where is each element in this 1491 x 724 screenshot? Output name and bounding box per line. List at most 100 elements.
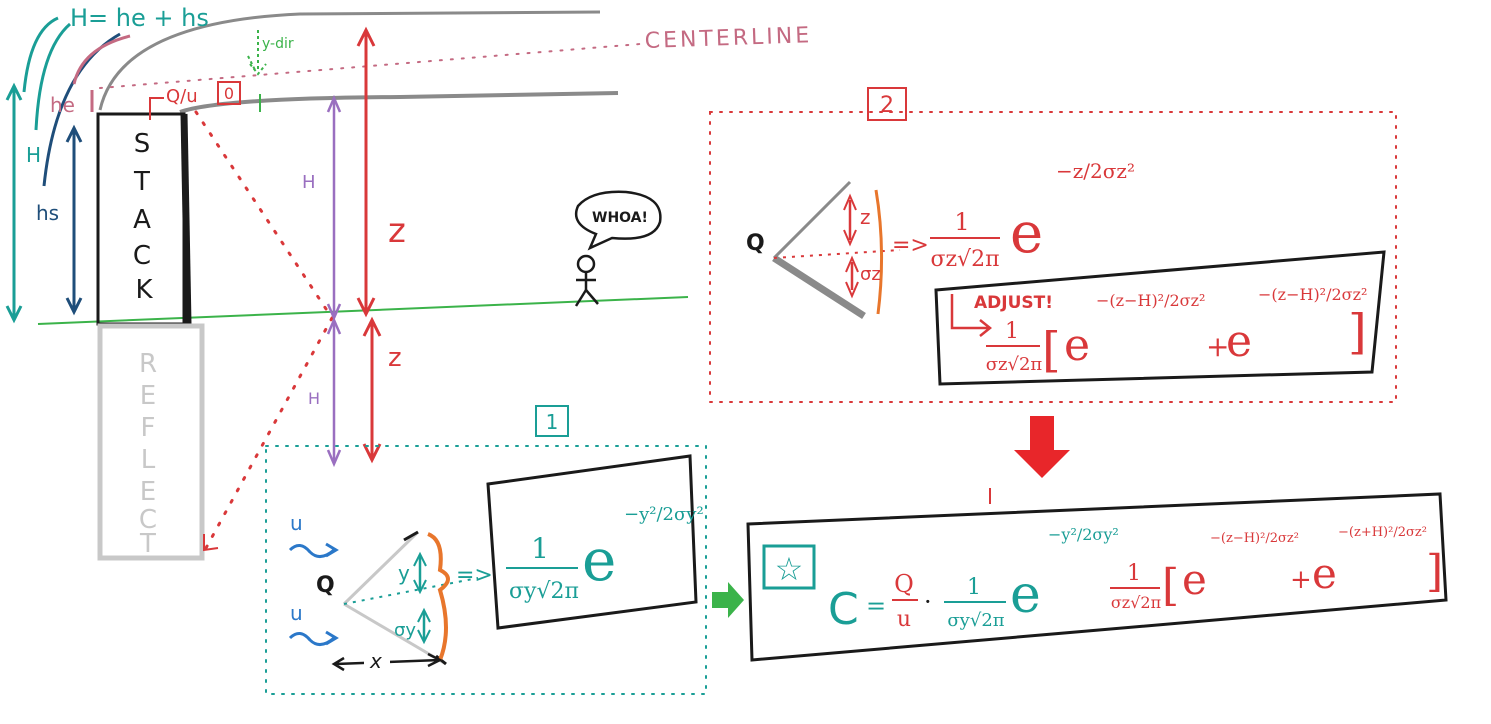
reflection-arrowhead: [203, 534, 219, 552]
y-dir-marker: [247, 30, 267, 76]
reflected-stack: [97, 323, 205, 561]
height-arrows: [5, 16, 131, 324]
green-arrow: [712, 582, 744, 618]
final-plus: +: [1290, 565, 1312, 595]
adjust-exp2: −(z−H)²/2σz²: [1258, 285, 1367, 304]
box2-label-frame: [867, 87, 907, 121]
plume-upper-edge: [98, 10, 601, 111]
star-icon: ☆: [775, 550, 804, 588]
reflect-letter: R: [139, 349, 157, 379]
box1-cone: [331, 530, 479, 672]
final-exp1: −(z−H)²/2σz²: [1210, 531, 1299, 546]
h-equation-label: H= he + hs: [70, 4, 209, 32]
adjust-den: σz√2π: [986, 354, 1043, 375]
box2-z-label: z: [860, 205, 871, 229]
wind-u-top-label: u: [290, 511, 303, 535]
box2-exp: −z/2σz²: [1056, 159, 1135, 183]
plume-lower-edge: [179, 91, 619, 114]
red-z-arrows: [356, 26, 382, 464]
qu-box: [217, 81, 241, 105]
final-z-num: 1: [1127, 561, 1141, 586]
adjust-num: 1: [1005, 319, 1019, 344]
final-exp2: −(z+H)²/2σz²: [1338, 525, 1427, 540]
x-label-bg: [364, 650, 390, 674]
final-e1: e: [1182, 555, 1207, 604]
qu-box-label: 0: [224, 84, 234, 103]
box2-cone: [772, 180, 901, 319]
final-eq-box: [746, 492, 1448, 662]
wind-arrow-bottom: [288, 630, 339, 646]
hs-label: hs: [36, 201, 59, 225]
final-y-num: 1: [967, 575, 981, 600]
stick-figure: [574, 254, 599, 307]
star-box: [762, 544, 816, 590]
adjust-bracket-close: ]: [1348, 304, 1367, 360]
final-bracket-close: ]: [1426, 546, 1443, 597]
final-e2: e: [1312, 549, 1337, 598]
speech-bubble: [574, 190, 662, 251]
adjust-e1: e: [1064, 320, 1090, 371]
adjust-exp1: −(z−H)²/2σz²: [1096, 291, 1205, 310]
box1-y-label: y: [398, 561, 410, 585]
final-dot: ·: [924, 588, 932, 616]
adjust-box: [934, 250, 1386, 386]
purple-h-arrows: [326, 94, 342, 468]
box1-num: 1: [531, 532, 549, 565]
qu-label: Q/u: [166, 86, 198, 107]
centerline: [99, 43, 641, 89]
box1-label: 1: [546, 410, 559, 434]
y-dir-label: y-dir: [262, 36, 294, 52]
box1-sigma-y-label: σy: [394, 620, 416, 641]
adjust-arrow: [950, 294, 993, 337]
final-y-den: σy√2π: [947, 610, 1004, 631]
stack-letter: C: [133, 241, 151, 271]
box2-frame: [709, 111, 1397, 403]
final-exp-y: −y²/2σy²: [1048, 525, 1119, 544]
reflect-letter: T: [139, 529, 156, 559]
h-purple-lower: H: [308, 389, 320, 408]
box1-q-label: Q: [316, 573, 335, 598]
box2-num: 1: [954, 208, 969, 236]
stack-letter: A: [133, 205, 151, 235]
stack-letters: S T A C K: [133, 129, 154, 305]
reflection-rays: [194, 110, 334, 550]
box1-den: σy√2π: [509, 579, 579, 604]
adjust-bracket-open: [: [1042, 322, 1061, 378]
wind-u-bottom-label: u: [290, 601, 303, 625]
centerline-label: CENTERLINE: [644, 23, 812, 54]
stack-letter: S: [134, 129, 151, 159]
down-arrow: [1014, 416, 1070, 478]
reflect-letter: E: [140, 477, 156, 507]
box2-sigma-z-label: σz: [860, 264, 881, 285]
final-e-y: e: [1010, 565, 1041, 625]
he-label: he: [50, 93, 75, 117]
final-bracket-open: [: [1162, 560, 1179, 611]
adjust-e2: e: [1226, 316, 1252, 367]
stack-letter: K: [135, 275, 153, 305]
final-z-den: σz√2π: [1111, 593, 1161, 612]
qu-arrow: [149, 97, 164, 120]
box1-e: e: [582, 526, 616, 594]
reflect-letter: C: [139, 505, 157, 535]
reflect-letter: E: [140, 381, 156, 411]
wind-arrow-top: [288, 542, 339, 558]
stack-right-wall: [180, 113, 192, 325]
box1-label-frame: [535, 405, 569, 437]
box2-den: σz√2π: [930, 247, 999, 272]
z-upper-label: z: [388, 211, 406, 251]
box2-q-label: Q: [746, 231, 765, 256]
z-lower-label: z: [388, 343, 402, 373]
adjust-plus: +: [1206, 330, 1229, 363]
final-equals: =: [866, 592, 886, 620]
box1-frame: [265, 445, 707, 695]
box1-arrow: =>: [456, 563, 493, 588]
reflect-letter: L: [141, 445, 156, 475]
final-q-num: Q: [894, 570, 914, 598]
reflect-letter: F: [141, 413, 156, 443]
final-c-label: C: [828, 584, 859, 635]
adjust-label: ADJUST!: [974, 293, 1053, 313]
box2-label: 2: [880, 93, 894, 118]
box1-x-label: x: [369, 649, 382, 673]
h-purple-upper: H: [302, 172, 316, 193]
